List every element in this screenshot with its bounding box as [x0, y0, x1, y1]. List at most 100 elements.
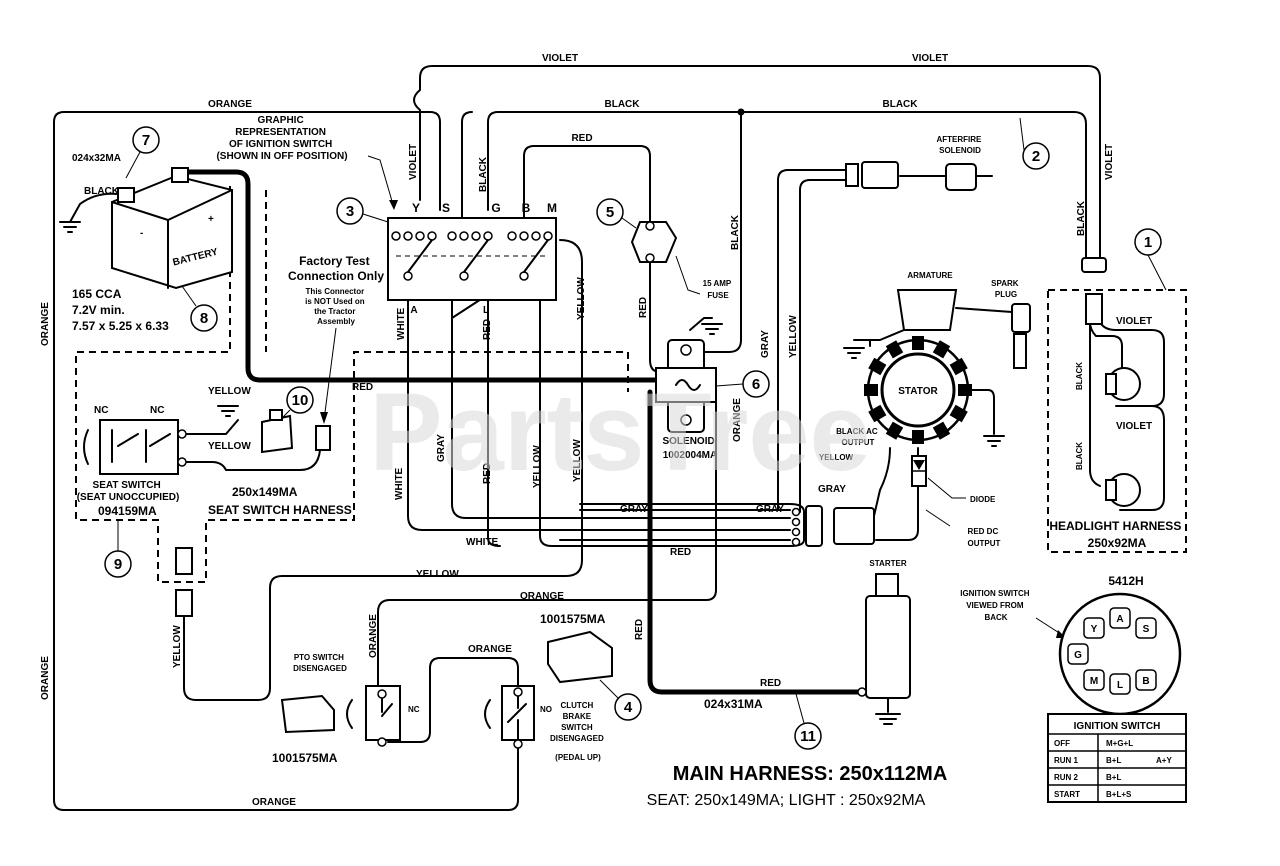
red-wire-top	[523, 145, 651, 231]
label-red-main: RED	[352, 382, 373, 393]
table-header: IGNITION SWITCH	[1074, 721, 1161, 732]
headlight-violet-2: VIOLET	[1116, 421, 1152, 432]
red-dc-label: RED DC OUTPUT	[968, 527, 1001, 548]
pto-switch: NC PTO SWITCH DISENGAGED 1001575MA	[272, 653, 420, 765]
seat-harness-outline	[75, 186, 629, 583]
black-wire-s	[461, 111, 473, 221]
black-wire-fuse	[699, 111, 742, 353]
orange-pto-wire	[377, 384, 717, 693]
table-circuit-0: M+G+L	[1106, 739, 1133, 748]
engine-connector	[789, 503, 875, 547]
stator-ground-icon	[983, 435, 1005, 447]
headlight-harness-outline	[1047, 289, 1187, 553]
callout-8: 8	[181, 285, 218, 332]
switch-pin-m	[1083, 669, 1105, 691]
label-white-bundle: WHITE	[466, 537, 499, 548]
svg-text:1: 1	[1144, 234, 1152, 251]
callouts: 1 2 3 4 5 6 7 8 9 10 11	[104, 117, 1167, 750]
label-violet-vertical-right: VIOLET	[1104, 144, 1115, 180]
ignition-term-A: A	[410, 305, 417, 316]
yellow-stator-wire	[799, 179, 849, 513]
red-dc-wire	[875, 447, 919, 541]
callout-10: 10	[281, 386, 314, 419]
label-red-top: RED	[571, 133, 592, 144]
svg-text:6: 6	[752, 376, 760, 393]
svg-text:2: 2	[1032, 148, 1040, 165]
pto-actuator	[346, 699, 353, 729]
svg-text:8: 8	[200, 310, 208, 327]
spark-plug-lead	[955, 307, 1013, 313]
label-red-cable-part: 024x31MA	[704, 697, 763, 711]
table-pos-1: RUN 1	[1054, 756, 1079, 765]
switch-pin-label-g: G	[1074, 650, 1082, 661]
label-orange-left-lower: ORANGE	[40, 656, 51, 700]
factory-switch-body	[261, 414, 294, 454]
battery-part-top: 024x32MA	[72, 153, 121, 164]
battery-ground-label: BLACK	[84, 186, 120, 197]
seat-yellow-2	[183, 449, 321, 471]
label-orange-pto-vertical: ORANGE	[368, 614, 379, 658]
stator-pole	[868, 357, 887, 376]
stator-pole	[912, 336, 924, 350]
label-orange-clutch: ORANGE	[468, 644, 512, 655]
white-wire	[407, 239, 791, 531]
label-gray-stator: GRAY	[760, 330, 771, 358]
stator-pole	[949, 404, 968, 423]
fuse: 15 AMP FUSE	[630, 221, 732, 300]
switch-pin-label-s: S	[1143, 624, 1150, 635]
battery-terminal-neg	[117, 187, 135, 203]
battery-ground-icon	[59, 221, 81, 233]
black-wire-top	[487, 111, 1087, 261]
ignition-switch-graphic: Y S G B M A L GRAPHIC REPRESENTATION OF …	[216, 115, 557, 316]
seat-yellow-ground	[183, 419, 239, 435]
callout-9: 9	[104, 520, 132, 578]
red-join	[487, 529, 501, 547]
stator-pole	[864, 384, 878, 396]
starter-cable	[647, 389, 861, 695]
armature-ground-icon	[843, 347, 865, 359]
starter-label: STARTER	[869, 559, 906, 568]
ignition-term-B: B	[522, 201, 531, 215]
label-gray-bundle-left: GRAY	[620, 504, 648, 515]
headlight-violet-1: VIOLET	[1116, 316, 1152, 327]
wire-labels: VIOLET VIOLET ORANGE BLACK BLACK RED VIO…	[40, 53, 1115, 808]
headlight-black-2: BLACK	[1075, 442, 1084, 470]
solenoid-spring	[675, 379, 701, 391]
wires	[53, 65, 1165, 811]
callout-6: 6	[715, 370, 770, 398]
red-wire-fuse	[649, 261, 661, 373]
label-red-l: RED	[482, 319, 493, 340]
callout-4: 4	[599, 679, 642, 721]
afterfire-label: AFTERFIRE SOLENOID	[936, 135, 983, 155]
label-yellow-lower: YELLOW	[532, 445, 543, 488]
orange-wire-outer	[53, 111, 519, 811]
label-orange-bottom: ORANGE	[252, 797, 296, 808]
label-black-vertical-s: BLACK	[478, 156, 489, 192]
seat-switch-label: SEAT SWITCH (SEAT UNOCCUPIED)	[77, 480, 180, 503]
ignition-term-Y: Y	[412, 201, 420, 215]
label-violet-vertical-left: VIOLET	[408, 144, 419, 180]
label-violet-top-left: VIOLET	[542, 53, 578, 64]
headlight-harness-label: HEADLIGHT HARNESS 250x92MA	[1049, 519, 1184, 550]
switch-pin-a	[1109, 607, 1131, 629]
svg-text:9: 9	[114, 556, 122, 573]
factory-test-connector: Factory Test Connection Only This Connec…	[261, 254, 384, 454]
callout-3: 3	[336, 197, 389, 225]
switch-view-label: IGNITION SWITCH VIEWED FROM BACK	[960, 589, 1032, 622]
pto-part: 1001575MA	[272, 751, 338, 765]
battery-edges	[111, 189, 233, 289]
pto-plug-icon	[280, 694, 335, 734]
starter-body	[865, 595, 911, 699]
switch-pin-l	[1109, 673, 1131, 695]
switch-pin-s	[1135, 617, 1157, 639]
yellow-wire-seat	[183, 239, 583, 701]
head-black-2	[1089, 321, 1101, 487]
stator-pole	[932, 421, 951, 440]
armature-label: ARMATURE	[907, 271, 953, 280]
battery-cable	[185, 169, 663, 383]
solenoid-coil	[655, 367, 717, 403]
label-red-starter-vertical: RED	[634, 619, 645, 640]
label-red-bundle: RED	[670, 547, 691, 558]
engine-armature-stator: ARMATURE SPARK PLUG STATOR BLACK AC OUTP…	[819, 271, 1031, 548]
label-red-fuse: RED	[638, 297, 649, 318]
